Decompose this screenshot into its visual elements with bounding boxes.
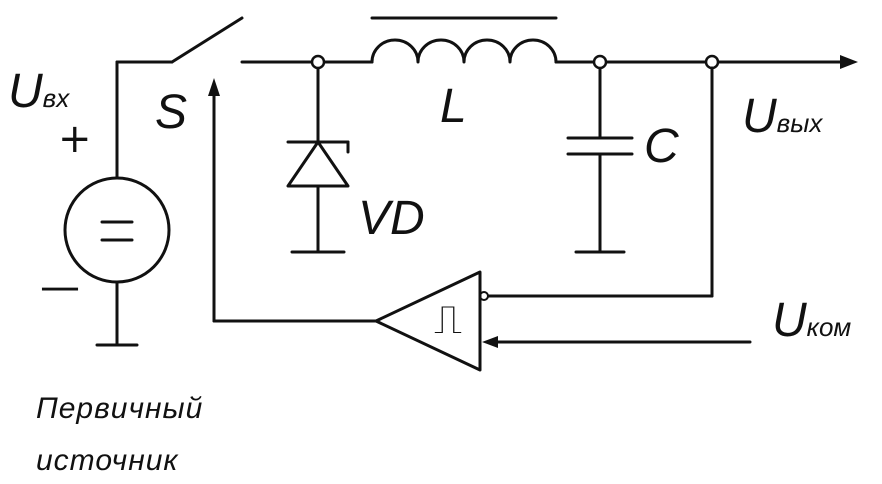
label-u-cmd: Uком [772, 294, 851, 347]
label-inductor: L [440, 80, 467, 133]
label-source-line2: источник [36, 444, 179, 477]
label-switch: S [155, 86, 187, 139]
label-diode: VD [358, 192, 425, 245]
node-output [704, 54, 720, 70]
label-capacitor: C [644, 120, 679, 173]
switch-s [115, 16, 314, 64]
node-diode [310, 54, 326, 70]
node-capacitor [592, 54, 608, 70]
inductor-l [316, 16, 858, 69]
label-u-in: Uвх [8, 65, 70, 118]
label-u-out: Uвых [742, 90, 823, 143]
label-source-line1: Первичный [36, 392, 203, 425]
label-minus: — [40, 264, 80, 310]
diode-vd [286, 64, 350, 254]
capacitor-c [566, 64, 634, 254]
comparator-hysteresis-icon: ⎍ [434, 297, 462, 343]
voltage-source [63, 60, 171, 347]
comparator [208, 66, 752, 372]
label-plus: + [58, 116, 92, 162]
